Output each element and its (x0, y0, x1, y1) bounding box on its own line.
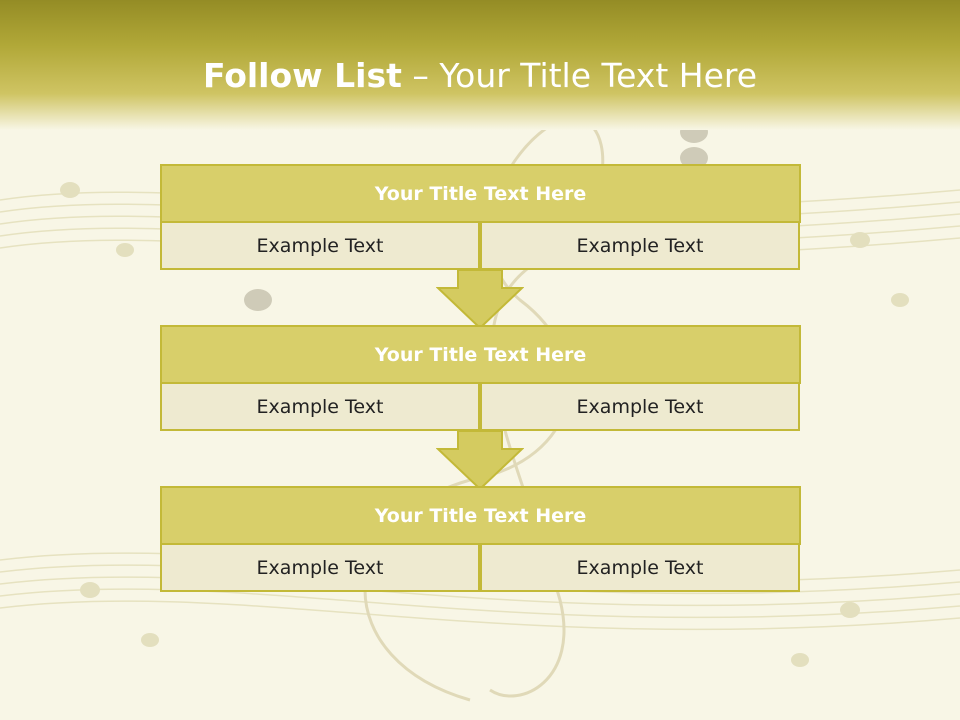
block-cell-left: Example Text (160, 543, 480, 592)
list-block-2: Your Title Text Here Example Text Exampl… (160, 325, 801, 431)
down-arrow-icon (436, 431, 524, 491)
block-cell-left: Example Text (160, 221, 480, 270)
title-bar: Follow List – Your Title Text Here (0, 0, 960, 130)
list-block-1: Your Title Text Here Example Text Exampl… (160, 164, 801, 270)
block-title: Your Title Text Here (160, 486, 801, 545)
slide-title-strong: Follow List (202, 56, 402, 95)
down-arrow-icon (436, 270, 524, 330)
block-cell-right: Example Text (480, 543, 800, 592)
slide-title: Follow List – Your Title Text Here (0, 54, 960, 98)
block-cell-right: Example Text (480, 221, 800, 270)
block-cell-left: Example Text (160, 382, 480, 431)
block-title: Your Title Text Here (160, 325, 801, 384)
block-title: Your Title Text Here (160, 164, 801, 223)
block-cell-right: Example Text (480, 382, 800, 431)
slide-title-rest: – Your Title Text Here (401, 56, 758, 95)
list-block-3: Your Title Text Here Example Text Exampl… (160, 486, 801, 592)
